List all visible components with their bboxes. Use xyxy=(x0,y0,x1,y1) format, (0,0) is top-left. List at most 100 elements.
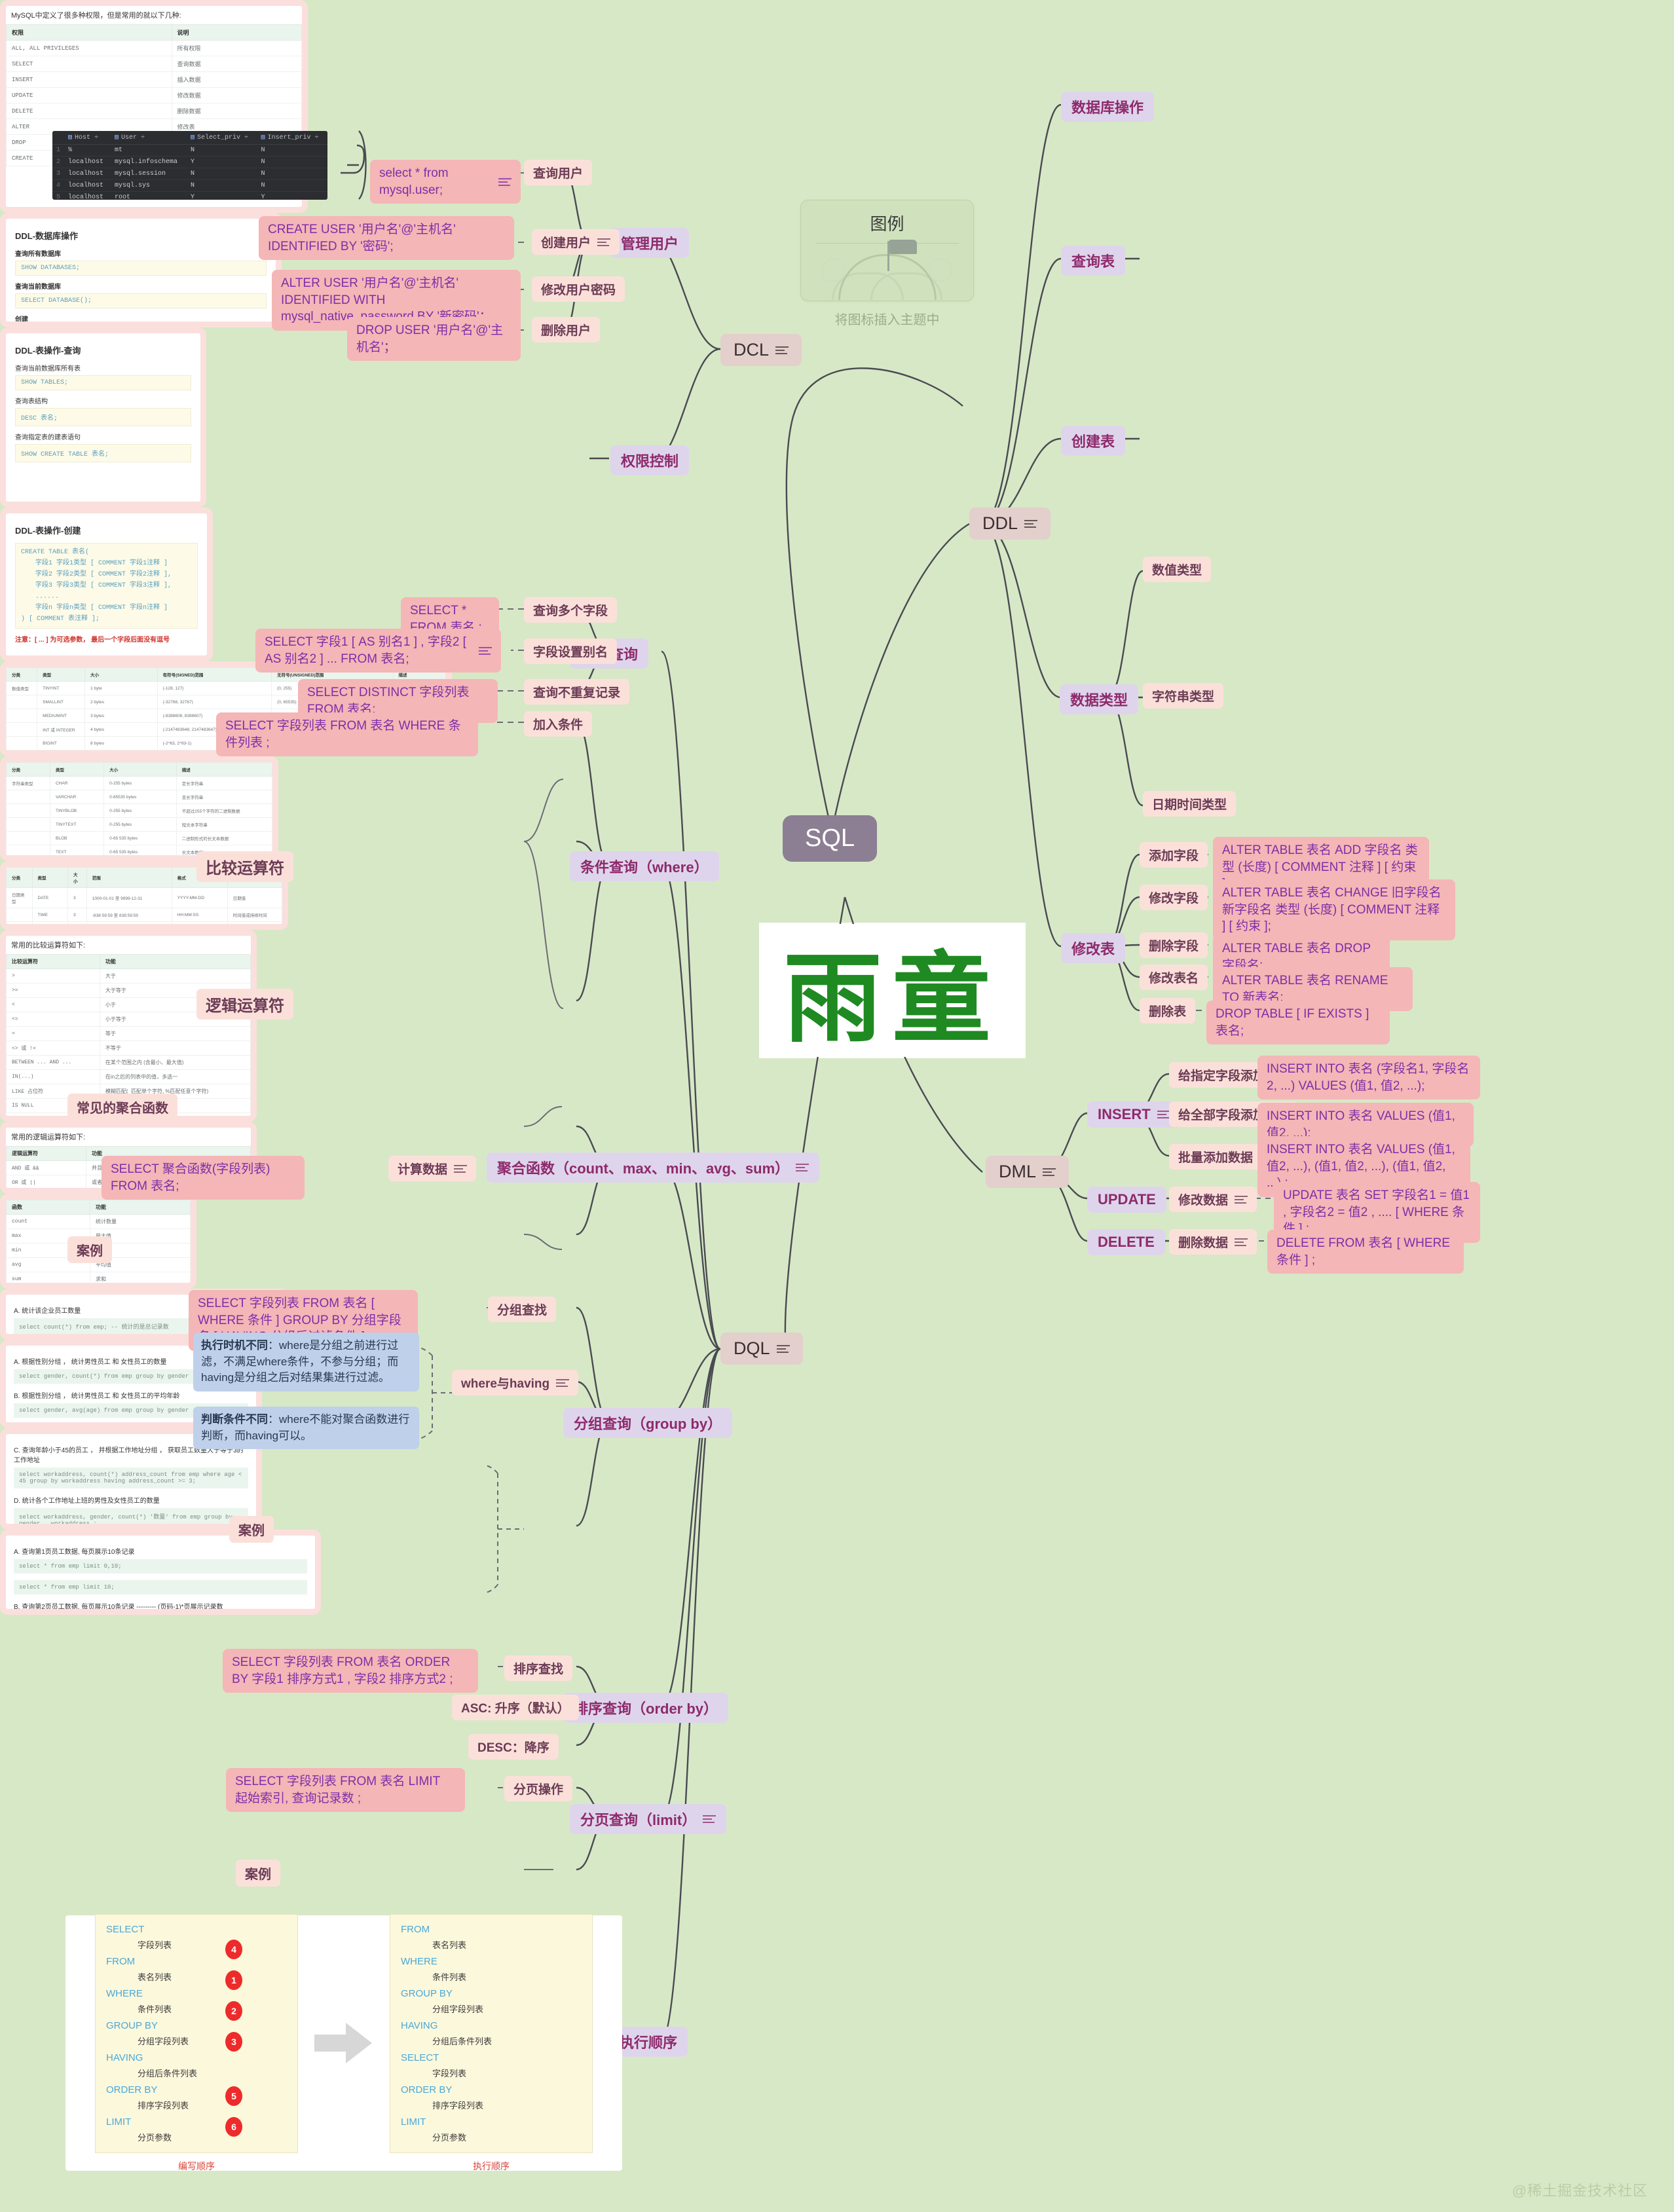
ddl-code-drop-table[interactable]: DROP TABLE [ IF EXISTS ] 表名; xyxy=(1206,1001,1390,1045)
kw: ORDER BY xyxy=(106,2084,158,2095)
ddl-query-table-card: DDL-表操作-查询 查询当前数据库所有表 SHOW TABLES; 查询表结构… xyxy=(0,327,206,507)
ddl-alter-change-column[interactable]: 修改字段 xyxy=(1140,885,1208,910)
ddl-alter-table[interactable]: 修改表 xyxy=(1061,933,1126,963)
dql-agg-calc[interactable]: 计算数据 xyxy=(388,1156,477,1181)
val: 条件列表 xyxy=(138,2004,172,2014)
th: 大小 xyxy=(103,762,177,777)
ddl-alter-add-column[interactable]: 添加字段 xyxy=(1140,842,1208,868)
legend-box: 图例 将图标插入主题中 xyxy=(800,200,974,327)
dql-code-orderby[interactable]: SELECT 字段列表 FROM 表名 ORDER BY 字段1 排序方式1 ,… xyxy=(223,1649,478,1693)
dql-orderby-asc[interactable]: ASC: 升序（默认） xyxy=(452,1695,579,1720)
h: User xyxy=(121,134,137,141)
branch-ddl[interactable]: DDL xyxy=(969,507,1051,540)
ddl-data-types[interactable]: 数据类型 xyxy=(1060,684,1139,714)
table-row: IN(...)在in之后的列表中的值，多选一 xyxy=(6,1069,251,1084)
dcl-code-drop-user[interactable]: DROP USER '用户名'@'主机名'； xyxy=(347,317,521,361)
val: 字段列表 xyxy=(432,2068,467,2078)
dql-limit[interactable]: 分页查询（limit） xyxy=(570,1804,727,1834)
dml-code-delete[interactable]: DELETE FROM 表名 [ WHERE 条件 ] ; xyxy=(1267,1230,1464,1274)
val: 排序字段列表 xyxy=(138,2100,189,2111)
branch-dcl[interactable]: DCL xyxy=(720,334,802,366)
dql-field-alias[interactable]: 字段设置别名 xyxy=(524,638,618,664)
dml-update-data[interactable]: 修改数据 xyxy=(1169,1187,1257,1212)
dml-code-insert-fields[interactable]: INSERT INTO 表名 (字段名1, 字段名2, ...) VALUES … xyxy=(1257,1056,1480,1100)
dcl-privilege-control[interactable]: 权限控制 xyxy=(610,445,690,475)
dql-agg-case-label[interactable]: 案例 xyxy=(67,1236,112,1263)
dql-orderby[interactable]: 排序查询（order by） xyxy=(563,1693,729,1723)
ddl-type-numeric[interactable]: 数值类型 xyxy=(1143,557,1212,582)
ddl-db-ops[interactable]: 数据库操作 xyxy=(1061,92,1155,122)
b: 执行时机不同 xyxy=(201,1339,268,1352)
dql-groupby[interactable]: 分组查询（group by） xyxy=(563,1408,733,1438)
console-col-insert-priv: ▤Insert_priv ÷ xyxy=(257,131,327,145)
dcl-code-query-user[interactable]: select * from mysql.user; xyxy=(370,160,521,204)
dml-insert[interactable]: INSERT xyxy=(1087,1101,1181,1128)
root-label: SQL xyxy=(805,824,855,852)
ddl-alter-rename-table[interactable]: 修改表名 xyxy=(1140,965,1208,990)
dml-update[interactable]: UPDATE xyxy=(1087,1187,1166,1213)
dql-agg-common-label[interactable]: 常见的聚合函数 xyxy=(67,1094,177,1120)
th: 比较运算符 xyxy=(6,954,100,969)
ddl-type-datetime[interactable]: 日期时间类型 xyxy=(1143,791,1237,817)
dcl-code-create-user[interactable]: CREATE USER '用户名'@'主机名' IDENTIFIED BY '密… xyxy=(259,216,514,261)
dcl-item-create-user[interactable]: 创建用户 xyxy=(532,229,620,255)
dql-add-condition[interactable]: 加入条件 xyxy=(524,711,593,737)
dql-exec-order[interactable]: 执行顺序 xyxy=(609,2027,688,2057)
dql-logic-operators[interactable]: 逻辑运算符 xyxy=(196,989,293,1020)
dql-where-having[interactable]: where与having xyxy=(452,1370,579,1395)
sub: 查询表结构 xyxy=(15,398,48,405)
dml-delete-data[interactable]: 删除数据 xyxy=(1169,1229,1257,1255)
ddl-query-card-body: DDL-表操作-查询 查询当前数据库所有表 SHOW TABLES; 查询表结构… xyxy=(6,333,200,474)
dql-code-where[interactable]: SELECT 字段列表 FROM 表名 WHERE 条件列表 ; xyxy=(216,712,478,757)
ddl-query-table[interactable]: 查询表 xyxy=(1061,246,1126,276)
label: 删除用户 xyxy=(541,324,591,338)
code-text: DELETE FROM 表名 [ WHERE 条件 ] ; xyxy=(1276,1236,1450,1267)
dql-code-aggregate[interactable]: SELECT 聚合函数(字段列表) FROM 表名; xyxy=(102,1156,305,1200)
dql-limit-case-label[interactable]: 案例 xyxy=(236,1860,280,1887)
val: 分组后条件列表 xyxy=(138,2068,198,2078)
branch-dml[interactable]: DML xyxy=(986,1156,1070,1188)
branch-dql[interactable]: DQL xyxy=(720,1333,803,1365)
ddl-create-table[interactable]: 创建表 xyxy=(1061,426,1126,456)
l: 字段3 字段3类型 [ COMMENT 字段3注释 ], xyxy=(35,582,172,589)
ddl-type-string[interactable]: 字符串类型 xyxy=(1143,683,1224,709)
kw: FROM xyxy=(401,1923,430,1935)
val: 分组字段列表 xyxy=(432,2004,484,2014)
logic-intro: 常用的逻辑运算符如下: xyxy=(11,1134,86,1141)
dml-insert-batch[interactable]: 批量添加数据 xyxy=(1169,1144,1263,1170)
case-question: B. 查询第2页员工数据, 每页展示10条记录 --------- (页码-1)… xyxy=(14,1604,223,1611)
th: 类型 xyxy=(31,867,68,888)
root-node-sql[interactable]: SQL xyxy=(783,815,878,862)
dql-cmp-operators[interactable]: 比较运算符 xyxy=(196,851,293,882)
dql-aggregate[interactable]: 聚合函数（count、max、min、avg、sum） xyxy=(487,1152,820,1183)
dql-where-query[interactable]: 条件查询（where） xyxy=(570,851,719,881)
dql-groupby-case-label[interactable]: 案例 xyxy=(229,1516,274,1543)
dql-limit-paging[interactable]: 分页操作 xyxy=(504,1776,573,1801)
dql-code-alias[interactable]: SELECT 字段1 [ AS 别名1 ] , 字段2 [ AS 别名2 ] .… xyxy=(255,629,501,673)
legend-title: 图例 xyxy=(870,214,904,234)
dcl-item-query-user[interactable]: 查询用户 xyxy=(524,160,593,185)
label: 查询表 xyxy=(1071,253,1115,270)
ddl-drop-table[interactable]: 删除表 xyxy=(1140,998,1196,1023)
dcl-manage-users[interactable]: 管理用户 xyxy=(610,228,690,258)
ddl-code-change-column[interactable]: ALTER TABLE 表名 CHANGE 旧字段名 新字段名 类型 (长度) … xyxy=(1213,879,1455,940)
dcl-item-drop-user[interactable]: 删除用户 xyxy=(532,317,601,342)
dcl-item-change-password[interactable]: 修改用户密码 xyxy=(532,276,625,302)
th: 大小 xyxy=(84,667,158,682)
code-text: DROP TABLE [ IF EXISTS ] 表名; xyxy=(1216,1007,1369,1038)
dql-distinct[interactable]: 查询不重复记录 xyxy=(524,679,630,705)
dql-orderby-desc[interactable]: DESC：降序 xyxy=(468,1734,559,1760)
dql-query-multi-fields[interactable]: 查询多个字段 xyxy=(524,597,618,623)
val: 表名列表 xyxy=(432,1940,467,1950)
code-text: DROP USER '用户名'@'主机名'； xyxy=(356,323,504,354)
dql-orderby-find[interactable]: 排序查找 xyxy=(504,1655,573,1681)
ddl-alter-drop-column[interactable]: 删除字段 xyxy=(1140,932,1208,958)
dml-delete[interactable]: DELETE xyxy=(1087,1229,1165,1255)
sql-line: SHOW DATABASES; xyxy=(15,261,267,276)
dql-groupby-find[interactable]: 分组查找 xyxy=(488,1297,557,1322)
dql-code-limit[interactable]: SELECT 字段列表 FROM 表名 LIMIT 起始索引, 查询记录数 ; xyxy=(226,1768,465,1813)
